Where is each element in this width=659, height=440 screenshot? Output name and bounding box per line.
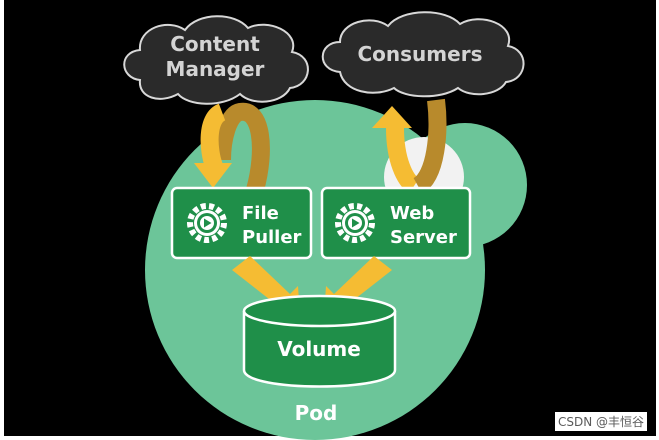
volume-label: Volume — [277, 337, 361, 361]
content-manager-to-file-puller-arrow — [194, 102, 270, 193]
consumers-label: Consumers — [358, 42, 483, 66]
file-puller-label: File — [242, 203, 279, 224]
watermark: CSDN @丰恒谷 — [554, 412, 647, 431]
content-manager-cloud: Content Manager — [123, 15, 309, 105]
content-manager-label-line2: Manager — [166, 57, 265, 81]
gear-play-icon — [187, 203, 227, 243]
web-server-label: Web — [390, 203, 434, 224]
consumers-cloud: Consumers — [321, 11, 525, 98]
file-puller-label-line2: Puller — [242, 227, 302, 248]
web-server-label-line2: Server — [390, 227, 457, 248]
file-puller-container: File Puller — [170, 186, 313, 260]
volume-cylinder: Volume — [242, 294, 397, 388]
web-server-container: Web Server — [320, 186, 472, 260]
gear-play-icon — [335, 203, 375, 243]
web-server-to-consumers-arrow — [372, 98, 447, 194]
content-manager-label: Content — [170, 32, 260, 56]
cloud-icon — [123, 15, 309, 105]
pod-label: Pod — [295, 401, 338, 425]
cloud-icon — [321, 11, 525, 98]
